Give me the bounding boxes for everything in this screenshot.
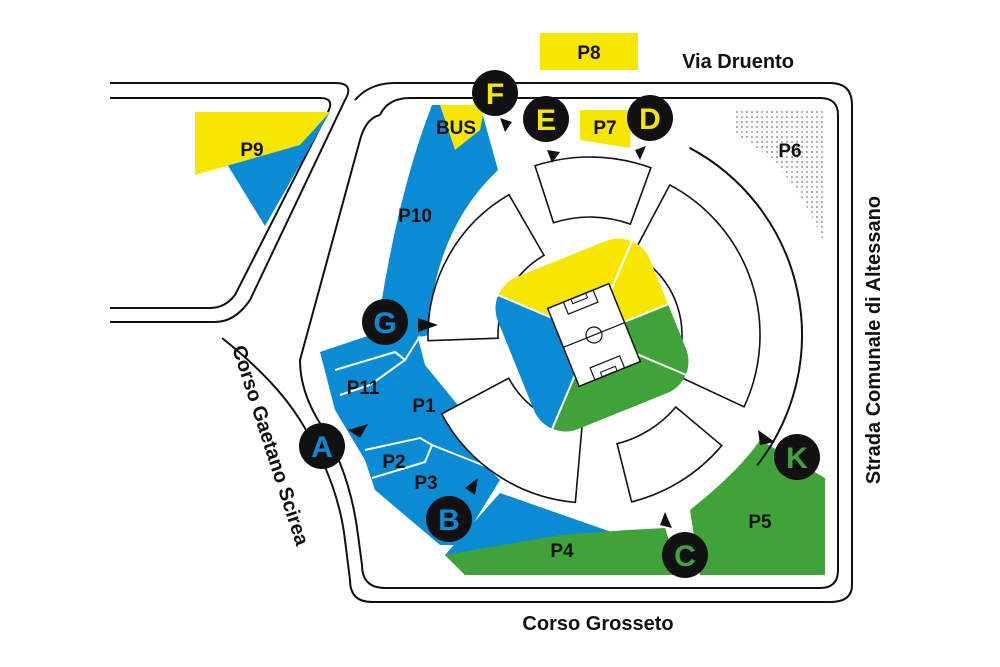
- gate-g[interactable]: G: [362, 299, 408, 345]
- entry-arrows: [348, 118, 775, 528]
- gate-a[interactable]: A: [299, 423, 345, 469]
- gates: A B C D EF G K: [299, 70, 820, 578]
- gate-letter: F: [486, 78, 504, 111]
- gate-letter: G: [373, 307, 396, 340]
- parking-p7-label: P7: [593, 118, 616, 139]
- ring-block-northeast: [632, 183, 761, 408]
- gate-marker: [426, 496, 472, 542]
- gate-k[interactable]: K: [774, 434, 820, 480]
- gate-marker: [472, 70, 518, 116]
- parking-p2-label: P2: [382, 452, 405, 473]
- ring-block-north: [533, 156, 652, 226]
- gate-marker: [299, 423, 345, 469]
- parking-p5-label: P5: [748, 512, 772, 533]
- road-label-south: Corso Grosseto: [522, 613, 673, 635]
- gate-marker: [523, 96, 569, 142]
- gate-marker: [662, 532, 708, 578]
- gate-c[interactable]: C: [662, 532, 708, 578]
- parking-p1-p3-area[interactable]: [320, 325, 500, 545]
- gate-marker: [627, 95, 673, 141]
- parking-p3-label: P3: [414, 473, 437, 494]
- parking-p4-label: P4: [550, 541, 574, 562]
- gate-d[interactable]: D: [627, 95, 673, 141]
- parking-p11-label: P11: [347, 378, 380, 399]
- gate-letter: K: [786, 442, 808, 475]
- parking-p1-label: P1: [412, 396, 436, 417]
- gate-marker: [774, 434, 820, 480]
- gate-marker: [362, 299, 408, 345]
- parking-p7-area[interactable]: [580, 110, 632, 148]
- gate-letter: A: [311, 431, 333, 464]
- stand-east-lower: [592, 290, 699, 402]
- stadium-ring: [427, 146, 803, 504]
- road-lines: [110, 82, 853, 603]
- gate-b[interactable]: B: [426, 496, 472, 542]
- parking-p10-area[interactable]: [375, 105, 498, 345]
- parking-p9-label: P9: [240, 140, 263, 161]
- parking-p10-label: P10: [398, 206, 432, 227]
- parking-p6-area[interactable]: [735, 110, 825, 245]
- road-label-north: Via Druento: [682, 51, 794, 73]
- bus-label: BUS: [436, 118, 476, 139]
- gate-letter: C: [674, 540, 696, 573]
- parking-p6-label: P6: [778, 141, 801, 162]
- gate-letter: E: [536, 104, 556, 137]
- gate-letter: D: [639, 103, 661, 136]
- gate-f[interactable]: F: [472, 70, 518, 116]
- gate-e[interactable]: E: [523, 96, 569, 142]
- outer-ring-line: [689, 146, 803, 467]
- road-label-east: Strada Comunale di Altessano: [863, 196, 885, 484]
- football-pitch: [546, 282, 642, 388]
- parking-p8-label: P8: [577, 43, 600, 64]
- ring-block-southeast: [616, 405, 723, 503]
- parking-p8-area[interactable]: [540, 33, 638, 70]
- bus-area[interactable]: [440, 105, 485, 150]
- gate-letter: B: [438, 504, 460, 537]
